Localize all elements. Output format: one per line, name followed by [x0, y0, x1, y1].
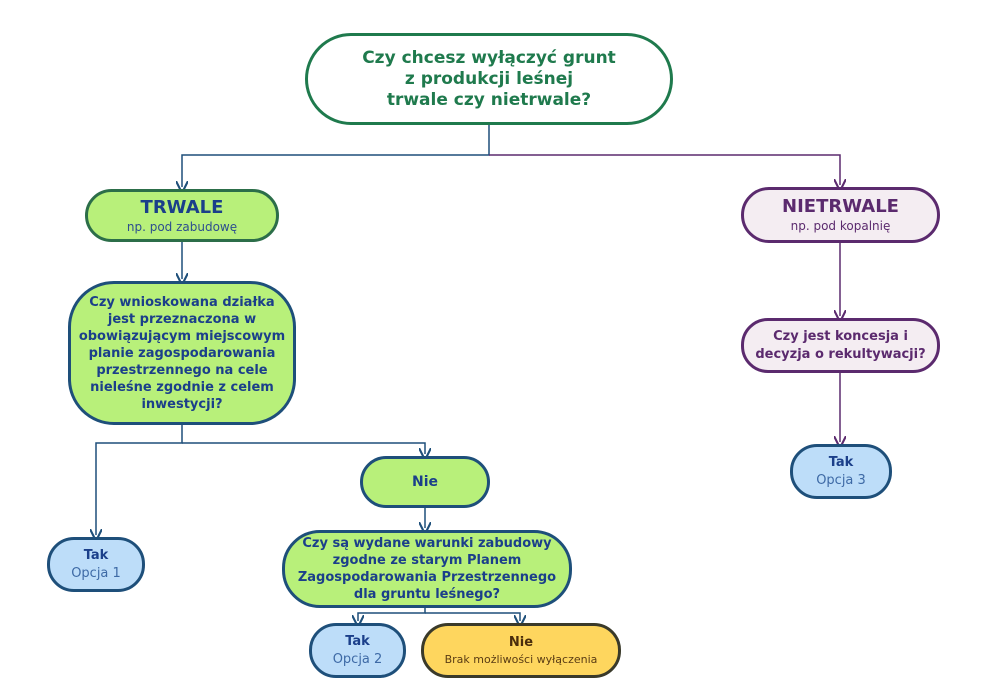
- koncesja-question-line: decyzja o rekultywacji?: [755, 346, 926, 362]
- mpzp-question-line: przestrzennego na cele: [96, 362, 268, 378]
- tak-opcja2-title: Tak: [345, 634, 370, 649]
- tak-opcja1-node: Tak Opcja 1: [47, 537, 145, 592]
- mpzp-question-line: jest przeznaczona w: [107, 311, 257, 327]
- connector-root-trwale: [182, 125, 490, 187]
- nie-label: Nie: [411, 474, 438, 490]
- connector-warunki-split: [358, 608, 426, 621]
- nie-brak-node: Nie Brak możliwości wyłączenia: [421, 623, 621, 678]
- nietrwale-title: NIETRWALE: [782, 196, 899, 217]
- mpzp-question-line: nieleśne zgodnie z celem: [90, 379, 274, 395]
- koncesja-question-line: Czy jest koncesja i: [773, 328, 908, 344]
- trwale-subtitle: np. pod zabudowę: [126, 219, 238, 234]
- nie-brak-subtitle: Brak możliwości wyłączenia: [444, 653, 598, 666]
- connector-question-tak1: [96, 425, 183, 535]
- mpzp-question-line: inwestycji?: [141, 396, 223, 412]
- nietrwale-subtitle: np. pod kopalnię: [790, 219, 891, 233]
- mpzp-question-line: obowiązującym miejscowym: [78, 328, 286, 344]
- root-question-line: Czy chcesz wyłączyć grunt: [362, 47, 616, 68]
- tak-opcja3-node: Tak Opcja 3: [790, 444, 892, 499]
- connector-root-nietrwale: [489, 154, 840, 185]
- koncesja-question-node: Czy jest koncesja i decyzja o rekultywac…: [741, 318, 940, 373]
- mpzp-question-line: planie zagospodarowania: [88, 345, 276, 361]
- tak-opcja3-subtitle: Opcja 3: [816, 473, 866, 488]
- nie-brak-title: Nie: [508, 635, 534, 650]
- root-question-line: z produkcji leśnej: [404, 68, 574, 89]
- warunki-question-line: zgodne ze starym Planem: [332, 553, 522, 568]
- tak-opcja3-title: Tak: [828, 455, 854, 470]
- tak-opcja1-title: Tak: [83, 548, 109, 563]
- connector-warunki-nie: [425, 612, 520, 621]
- mpzp-question-line: Czy wnioskowana działka: [89, 294, 275, 310]
- trwale-title: TRWALE: [140, 196, 224, 218]
- tak-opcja2-node: Tak Opcja 2: [309, 623, 406, 678]
- warunki-question-line: Zagospodarowania Przestrzennego: [297, 570, 557, 585]
- connector-question-nie: [182, 442, 425, 454]
- root-question-node: Czy chcesz wyłączyć grunt z produkcji le…: [305, 33, 673, 125]
- warunki-question-node: Czy są wydane warunki zabudowy zgodne ze…: [282, 530, 572, 608]
- trwale-node: TRWALE np. pod zabudowę: [85, 189, 279, 242]
- mpzp-question-node: Czy wnioskowana działka jest przeznaczon…: [68, 281, 296, 425]
- nietrwale-node: NIETRWALE np. pod kopalnię: [741, 187, 940, 243]
- warunki-question-line: Czy są wydane warunki zabudowy: [302, 536, 552, 551]
- warunki-question-line: dla gruntu leśnego?: [353, 587, 501, 602]
- nie-node: Nie: [360, 456, 490, 508]
- tak-opcja2-subtitle: Opcja 2: [332, 652, 383, 667]
- root-question-line: trwale czy nietrwale?: [386, 89, 592, 110]
- tak-opcja1-subtitle: Opcja 1: [71, 566, 121, 581]
